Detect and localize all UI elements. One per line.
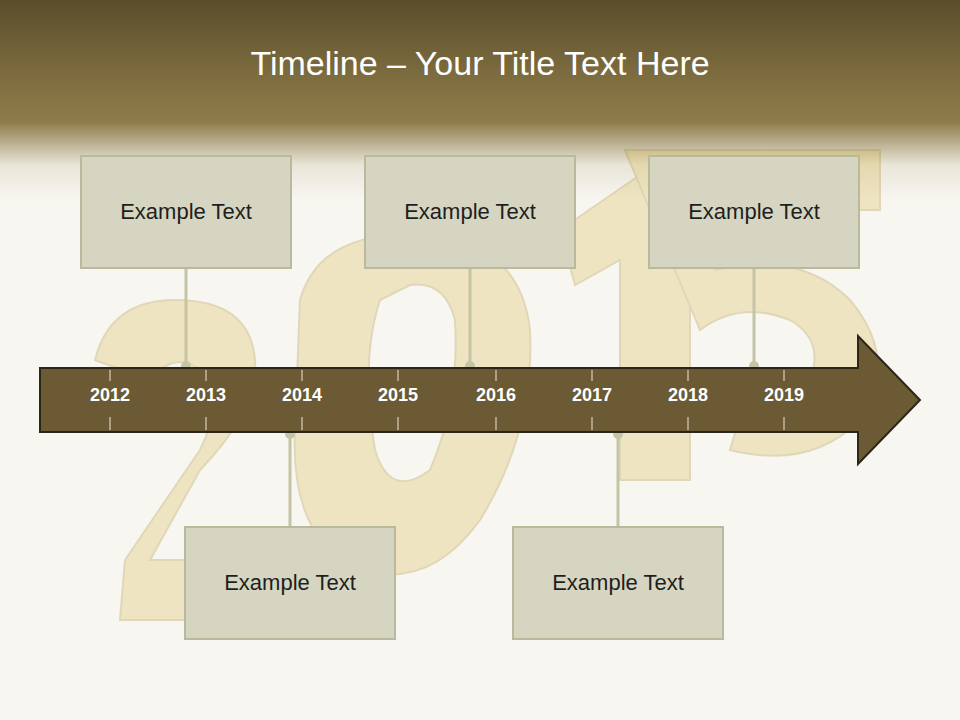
title: Timeline – Your Title Text Here — [0, 44, 960, 83]
tick-mark — [591, 370, 592, 381]
tick-mark — [109, 417, 110, 430]
leader-line — [749, 269, 759, 371]
tick-mark — [205, 370, 206, 381]
year-label: 2016 — [476, 385, 516, 406]
tick-mark — [205, 417, 206, 430]
tick-mark — [301, 370, 302, 381]
year-label: 2014 — [282, 385, 322, 406]
text-box: Example Text — [184, 526, 396, 640]
year-label: 2012 — [90, 385, 130, 406]
text-box: Example Text — [364, 155, 576, 269]
year-label: 2013 — [186, 385, 226, 406]
tick-mark — [495, 417, 496, 430]
tick-mark — [687, 370, 688, 381]
box-text: Example Text — [394, 199, 546, 225]
leader-line — [181, 269, 191, 371]
leader-line — [613, 429, 623, 526]
box-text: Example Text — [542, 570, 694, 596]
leader-stroke — [753, 269, 756, 366]
box-text: Example Text — [214, 570, 366, 596]
tick-mark — [109, 370, 110, 381]
tick-mark — [397, 370, 398, 381]
box-text: Example Text — [678, 199, 830, 225]
year-label: 2015 — [378, 385, 418, 406]
text-box: Example Text — [512, 526, 724, 640]
box-text: Example Text — [110, 199, 262, 225]
tick-mark — [783, 417, 784, 430]
year-label: 2019 — [764, 385, 804, 406]
arrow-body — [40, 336, 920, 464]
leader-stroke — [617, 434, 620, 526]
timeline-arrow: 2012 2013 2014 2015 2016 2017 2018 2019 — [40, 368, 858, 432]
tick-mark — [397, 417, 398, 430]
year-label: 2018 — [668, 385, 708, 406]
tick-mark — [301, 417, 302, 430]
tick-mark — [495, 370, 496, 381]
tick-mark — [591, 417, 592, 430]
leader-line — [465, 269, 475, 371]
leader-stroke — [185, 269, 188, 366]
tick-mark — [783, 370, 784, 381]
leader-stroke — [469, 269, 472, 366]
leader-line — [285, 429, 295, 526]
tick-mark — [687, 417, 688, 430]
text-box: Example Text — [648, 155, 860, 269]
leader-stroke — [289, 434, 292, 526]
text-box: Example Text — [80, 155, 292, 269]
year-label: 2017 — [572, 385, 612, 406]
